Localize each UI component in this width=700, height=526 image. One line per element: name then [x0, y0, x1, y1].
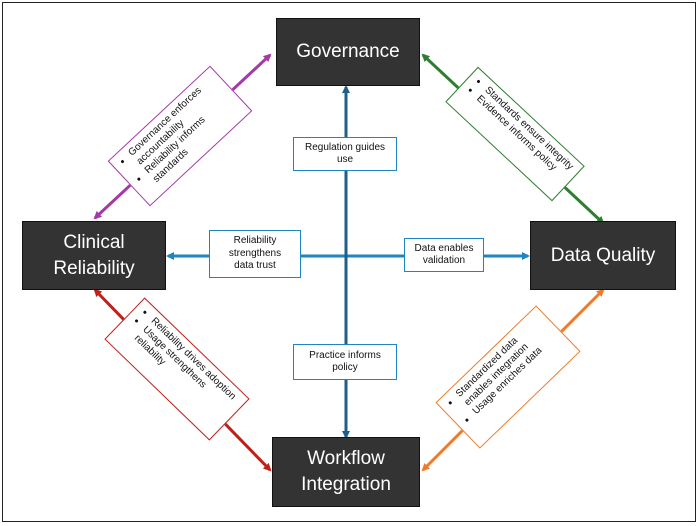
label-regulation-guides-use: Regulation guides use [293, 137, 397, 171]
node-governance: Governance [276, 18, 420, 86]
label-data-enables-validation: Data enables validation [404, 238, 484, 272]
label-practice-informs-policy: Practice informs policy [293, 344, 397, 380]
node-data-quality: Data Quality [530, 221, 676, 290]
label-reliability-strengthens: Reliability strengthens data trust [209, 230, 301, 278]
node-workflow-integration: Workflow Integration [272, 437, 420, 507]
node-clinical-reliability: Clinical Reliability [22, 221, 166, 290]
